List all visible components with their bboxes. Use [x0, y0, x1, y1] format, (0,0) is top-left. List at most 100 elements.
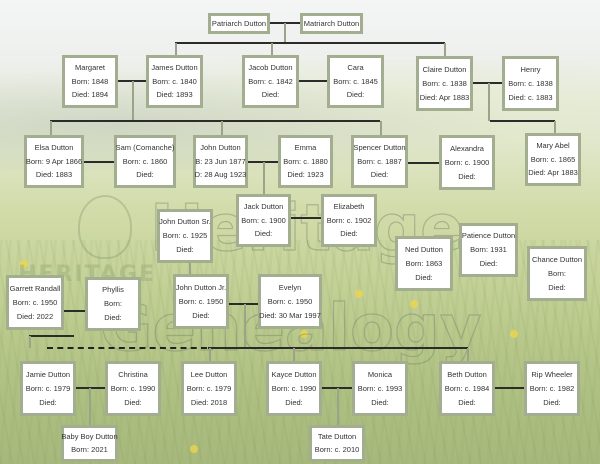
person-died: Died:	[192, 310, 210, 320]
descent-line	[89, 388, 91, 426]
person-born: Born: c. 1979	[25, 383, 71, 393]
person-born: Born: c. 1845	[333, 76, 378, 86]
person-name: Jamie Dutton	[25, 369, 71, 379]
person-card-matriarch[interactable]: Matriarch Dutton	[300, 13, 363, 34]
flower-decoration	[410, 300, 418, 308]
person-card-cara[interactable]: Cara Born: c. 1845 Died:	[327, 55, 384, 108]
person-died: Died:	[254, 229, 273, 239]
person-card-emma[interactable]: Emma Born: c. 1880 Died: 1923	[278, 135, 333, 188]
descent-line	[284, 23, 286, 43]
person-died: Died:	[458, 397, 476, 407]
person-died: Died:	[458, 171, 476, 181]
person-born: Born: c. 1984	[444, 383, 490, 393]
person-card-baby-boy[interactable]: Baby Boy Dutton Born: 2021	[61, 425, 118, 462]
person-card-monica[interactable]: Monica Born: c. 1993 Died:	[352, 361, 408, 416]
person-name: Garrett Randall	[9, 283, 61, 293]
person-card-kayce[interactable]: Kayce Dutton Born: c. 1990 Died:	[266, 361, 322, 416]
person-died: Died:	[340, 229, 358, 239]
person-died: D: 28 Aug 1923	[194, 170, 247, 180]
descent-line	[488, 83, 490, 121]
person-card-jacob[interactable]: Jacob Dutton Born: c. 1842 Died:	[242, 55, 299, 108]
person-card-elizabeth[interactable]: Elizabeth Born: c. 1902 Died:	[321, 194, 377, 247]
person-card-beth[interactable]: Beth Dutton Born: c. 1984 Died:	[439, 361, 495, 416]
person-card-garrett[interactable]: Garrett Randall Born: c. 1950 Died: 2022	[6, 275, 64, 330]
person-died: Died: 2018	[190, 397, 228, 407]
person-name: Lee Dutton	[190, 369, 228, 379]
person-card-rip[interactable]: Rip Wheeler Born: c. 1982 Died:	[524, 361, 580, 416]
person-born: Born: c. 1838	[422, 78, 467, 88]
spouse-line	[407, 162, 439, 164]
person-card-john-dutton-sr[interactable]: John Dutton Sr. Born: c. 1925 Died:	[157, 209, 213, 263]
person-died: Died:	[124, 397, 142, 407]
person-card-alexandra[interactable]: Alexandra Born: c. 1900 Died:	[439, 135, 495, 190]
descent-line	[189, 262, 191, 274]
sibling-line	[175, 42, 445, 44]
person-name: Elizabeth	[333, 202, 365, 212]
person-died: Died: Apr 1883	[528, 168, 578, 178]
person-born: Born: c. 1880	[283, 156, 328, 166]
person-born: B: 23 Jun 1877	[195, 156, 246, 166]
person-name: James Dutton	[151, 63, 198, 73]
person-name: Jacob Dutton	[248, 63, 293, 73]
person-name: Patience Dutton	[461, 231, 516, 241]
person-name: Ned Dutton	[405, 244, 443, 254]
person-card-ned[interactable]: Ned Dutton Born: 1863 Died:	[395, 236, 453, 291]
sibling-line	[208, 347, 468, 349]
person-name: Baby Boy Dutton	[61, 432, 118, 442]
heritage-logo-icon	[78, 195, 132, 259]
person-died: Died:	[261, 90, 280, 100]
person-died: Died:	[176, 245, 194, 255]
person-card-christina[interactable]: Christina Born: c. 1990 Died:	[105, 361, 161, 416]
person-card-tate[interactable]: Tate Dutton Born: c. 2010	[309, 425, 365, 462]
person-died: Died:	[285, 397, 303, 407]
sibling-line	[29, 335, 74, 337]
person-died: Died: 30 Mar 1997	[259, 310, 321, 320]
person-born: Born: c. 1990	[110, 383, 156, 393]
person-card-jamie[interactable]: Jamie Dutton Born: c. 1979 Died:	[20, 361, 76, 416]
person-card-phyllis[interactable]: Phyllis Born: Died:	[85, 277, 141, 331]
flower-decoration	[355, 290, 363, 298]
person-card-claire[interactable]: Claire Dutton Born: c. 1838 Died: Apr 18…	[416, 56, 473, 111]
person-born: Born: 1931	[470, 245, 507, 255]
person-name: Spencer Dutton	[353, 143, 406, 153]
person-born: Born: c. 1840	[152, 76, 197, 86]
person-name: Matriarch Dutton	[303, 18, 360, 28]
person-born: Born: c. 1860	[122, 156, 168, 166]
person-card-evelyn[interactable]: Evelyn Born: c. 1950 Died: 30 Mar 1997	[258, 274, 322, 329]
person-card-sam[interactable]: Sam (Comanche) Born: c. 1860 Died:	[114, 135, 176, 188]
person-name: Mary Abel	[536, 141, 570, 151]
person-card-mary-abel[interactable]: Mary Abel Born: c. 1865 Died: Apr 1883	[525, 133, 581, 186]
person-card-james[interactable]: James Dutton Born: c. 1840 Died: 1893	[146, 55, 203, 108]
person-born: Born:	[548, 268, 566, 278]
person-card-chance[interactable]: Chance Dutton Born: Died:	[527, 246, 587, 301]
person-card-lee[interactable]: Lee Dutton Born: c. 1979 Died: 2018	[181, 361, 237, 416]
person-died: Died:	[548, 282, 566, 292]
person-died: Died:	[479, 259, 498, 269]
person-card-john-dutton-jr[interactable]: John Dutton Jr. Born: c. 1950 Died:	[173, 274, 229, 329]
person-card-elsa[interactable]: Elsa Dutton Born: 9 Apr 1866 Died: 1883	[24, 135, 84, 188]
person-name: Henry	[520, 64, 541, 74]
person-died: Died:	[371, 397, 389, 407]
person-name: Margaret	[74, 63, 105, 73]
person-card-henry[interactable]: Henry Born: c. 1838 Died: c. 1883	[502, 56, 559, 111]
person-died: Died: 1883	[35, 170, 73, 180]
person-born: Born: c. 1842	[248, 76, 293, 86]
person-card-margaret[interactable]: Margaret Born: 1848 Died: 1894	[62, 55, 118, 108]
person-born: Born: c. 1900	[241, 215, 286, 225]
descent-line	[29, 336, 31, 348]
person-card-patriarch[interactable]: Patriarch Dutton	[208, 13, 270, 34]
person-name: Elsa Dutton	[34, 143, 74, 153]
person-name: Tate Dutton	[317, 432, 357, 442]
person-died: Died: Apr 1883	[419, 92, 470, 102]
person-card-john-dutton[interactable]: John Dutton B: 23 Jun 1877 D: 28 Aug 192…	[193, 135, 248, 188]
person-card-jack[interactable]: Jack Dutton Born: c. 1900 Died:	[236, 194, 291, 247]
person-card-spencer[interactable]: Spencer Dutton Born: c. 1887 Died:	[351, 135, 408, 188]
spouse-line	[472, 82, 502, 84]
person-card-patience[interactable]: Patience Dutton Born: 1931 Died:	[459, 223, 518, 277]
descent-line	[554, 121, 556, 135]
person-name: Kayce Dutton	[271, 369, 317, 379]
person-name: Phyllis	[102, 285, 124, 295]
spouse-line	[298, 80, 328, 82]
person-died: Died:	[136, 170, 154, 180]
flower-decoration	[20, 260, 28, 268]
